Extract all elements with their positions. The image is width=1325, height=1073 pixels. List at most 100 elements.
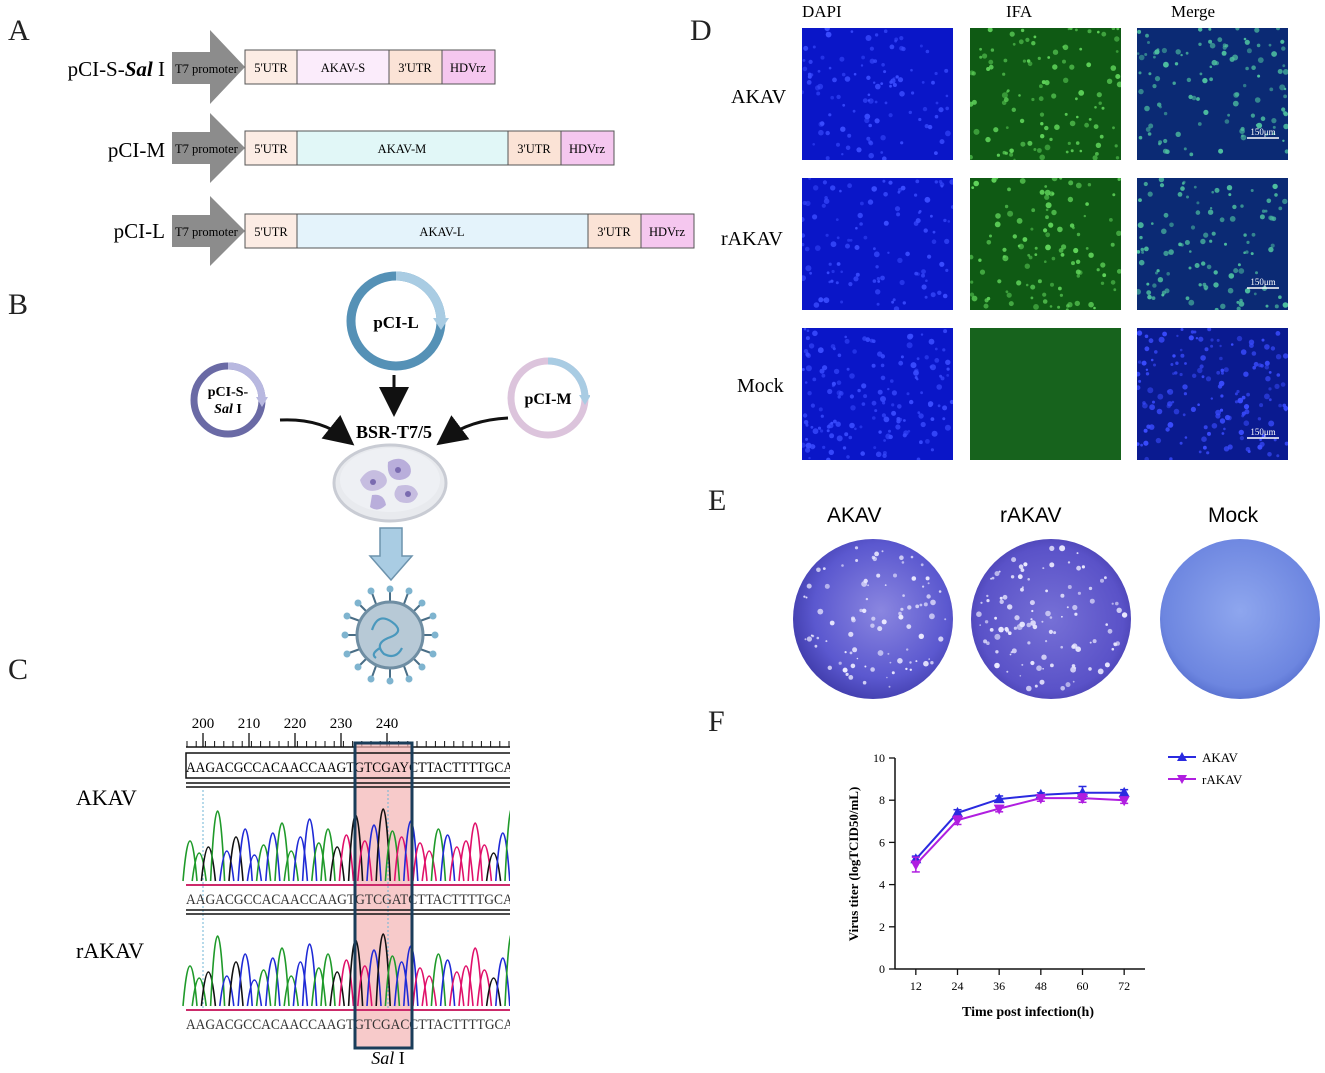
chromatogram-peak [209,935,226,1007]
chromatogram-peak [439,834,456,882]
chromatogram-peak [255,969,272,1007]
chromatogram-peak [476,969,493,1007]
label-akav: AKAV [76,785,137,810]
hdv-box [441,49,496,85]
gene-label-l: AKAV-L [419,225,464,239]
chromatogram-peak [283,850,299,882]
if-image-akav-ifa [970,28,1121,160]
chromatogram-peak [329,846,345,882]
construct-name-m: pCI-M [108,138,165,162]
plate-label-mock: Mock [1208,504,1259,527]
utr3-box [587,213,642,249]
akav-sequence: AAGACGCCACAACCAAGTGTCGATCTTACTTTTGCAGGGG… [186,892,510,908]
construct-name-s: pCI-S-Sal I [68,57,165,81]
chromatogram-peak [338,834,355,882]
if-image-akav-dapi [802,28,953,160]
label-rakav: rAKAV [76,938,144,963]
y-tick-label: 8 [879,793,885,807]
chromatogram-peak [301,818,318,882]
chromatogram-peak [265,832,281,882]
row-label-mock: Mock [737,375,784,397]
hdv-box [640,213,695,249]
plate-label-akav: AKAV [827,504,882,527]
chromatogram-peak [292,836,309,882]
plaque-plates [793,539,1320,699]
ruler-tick-label: 230 [330,716,353,732]
construct-name-l: pCI-L [114,219,165,243]
chromatogram-peak [311,842,327,882]
panel-label-a: A [8,14,30,47]
utr5-label: 5'UTR [254,225,288,239]
utr5-label: 5'UTR [254,61,288,75]
chromatogram-peak [476,844,493,882]
rescue-schematic: pCI-L pCI-S- Sal I pCI-M BSR-T7/5 [190,271,590,685]
utr3-label: 3'UTR [398,61,432,75]
chromatogram-peak [430,828,447,882]
virion-icon [341,585,439,685]
chromatogram-peak [458,965,474,1007]
col-header-dapi: DAPI [802,2,842,21]
utr5-label: 5'UTR [254,142,288,156]
ruler-tick-label: 210 [238,716,261,732]
chromatogram-peak [338,959,355,1007]
chromatogram-peak [320,953,336,1007]
chromatogram-peak [182,840,198,882]
y-axis-title: Virus titer (logTCID50/mL) [846,787,861,942]
chromatogram-peak [449,971,465,1007]
if-image-mock-merge: 150μm [1137,328,1288,460]
plasmid-s-label-italic: Sal I [214,402,242,417]
chromatogram-peak [200,846,217,882]
hdv-label: HDVrz [569,142,605,156]
x-tick-label: 24 [952,979,964,993]
row-label-rakav: rAKAV [721,228,783,250]
chromatogram-peak [485,977,502,1007]
plate-mock [1160,539,1320,699]
if-image-rakav-merge: 150μm [1137,178,1288,310]
chromatogram-peak [412,842,428,882]
chromatogram-peak [265,957,281,1007]
y-tick-label: 10 [873,751,885,765]
if-image-mock-ifa [970,328,1121,460]
utr3-label: 3'UTR [597,225,631,239]
plasmid-s: pCI-S- Sal I [190,362,268,438]
chromatogram-peak [439,959,456,1007]
rakav-trace [182,933,510,1007]
ruler-tick-label: 240 [376,716,399,732]
construct-maps: pCI-S-Sal I T7 promoter 5'UTR AKAV-S 3'U… [68,30,695,266]
promoter-label: T7 promoter [175,142,239,156]
chromatogram-peak [495,957,510,1007]
panel-label-d: D [690,14,712,47]
akav-trace [182,808,510,882]
x-tick-label: 60 [1077,979,1089,993]
data-point-rakav [993,804,1005,815]
gene-label-s: AKAV-S [321,61,366,75]
if-image-rakav-ifa [970,178,1121,310]
sal-site-highlight [355,743,412,1048]
ref-sequence-box [185,752,510,779]
chromatogram-peak [430,953,447,1007]
data-point-rakav [1077,794,1088,805]
if-image-akav-merge: 150μm [1137,28,1288,160]
hdv-box [560,130,615,166]
x-tick-label: 48 [1035,979,1047,993]
panel-label-c: C [8,653,29,686]
chromatogram-peak [274,822,290,882]
cell-line-label: BSR-T7/5 [356,422,432,442]
chromatogram-peak [393,961,410,1007]
chromatogram-peak [182,965,198,1007]
chromatogram-peak [357,965,373,1007]
chromatogram-peak [237,953,253,1007]
chromatogram-peak [301,943,318,1007]
gene-label-m: AKAV-M [378,142,427,156]
utr5-box [244,213,298,249]
x-tick-label: 12 [910,979,922,993]
panel-label-f: F [708,705,725,738]
series-line-akav [915,791,1125,860]
sal-site-label: Sal I [371,1048,405,1068]
data-point-rakav [952,816,963,827]
chromatogram-peak [255,844,272,882]
chromatogram-peak [320,828,336,882]
scale-bar-label: 150μm [1250,127,1275,137]
plasmid-m: pCI-M [507,357,590,439]
ruler-tick-label: 200 [192,716,215,732]
